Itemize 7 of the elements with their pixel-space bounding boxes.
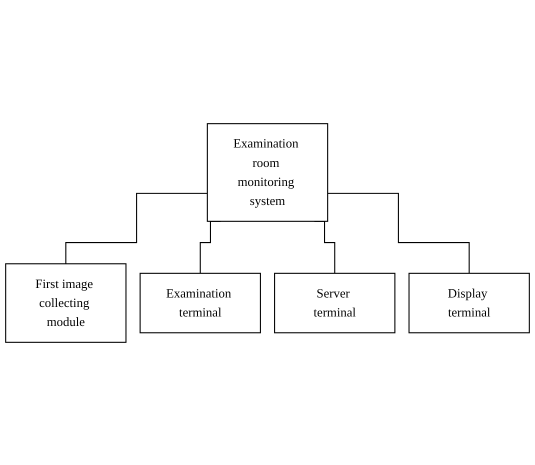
node-box: Server terminal xyxy=(274,272,396,333)
node-box: Display terminal xyxy=(408,272,530,333)
connector xyxy=(328,192,470,274)
node-box: Examination terminal xyxy=(140,272,261,333)
connector xyxy=(65,192,208,264)
node-box: First image collecting module xyxy=(5,262,126,342)
node-box: Examination room monitoring system xyxy=(206,122,328,222)
